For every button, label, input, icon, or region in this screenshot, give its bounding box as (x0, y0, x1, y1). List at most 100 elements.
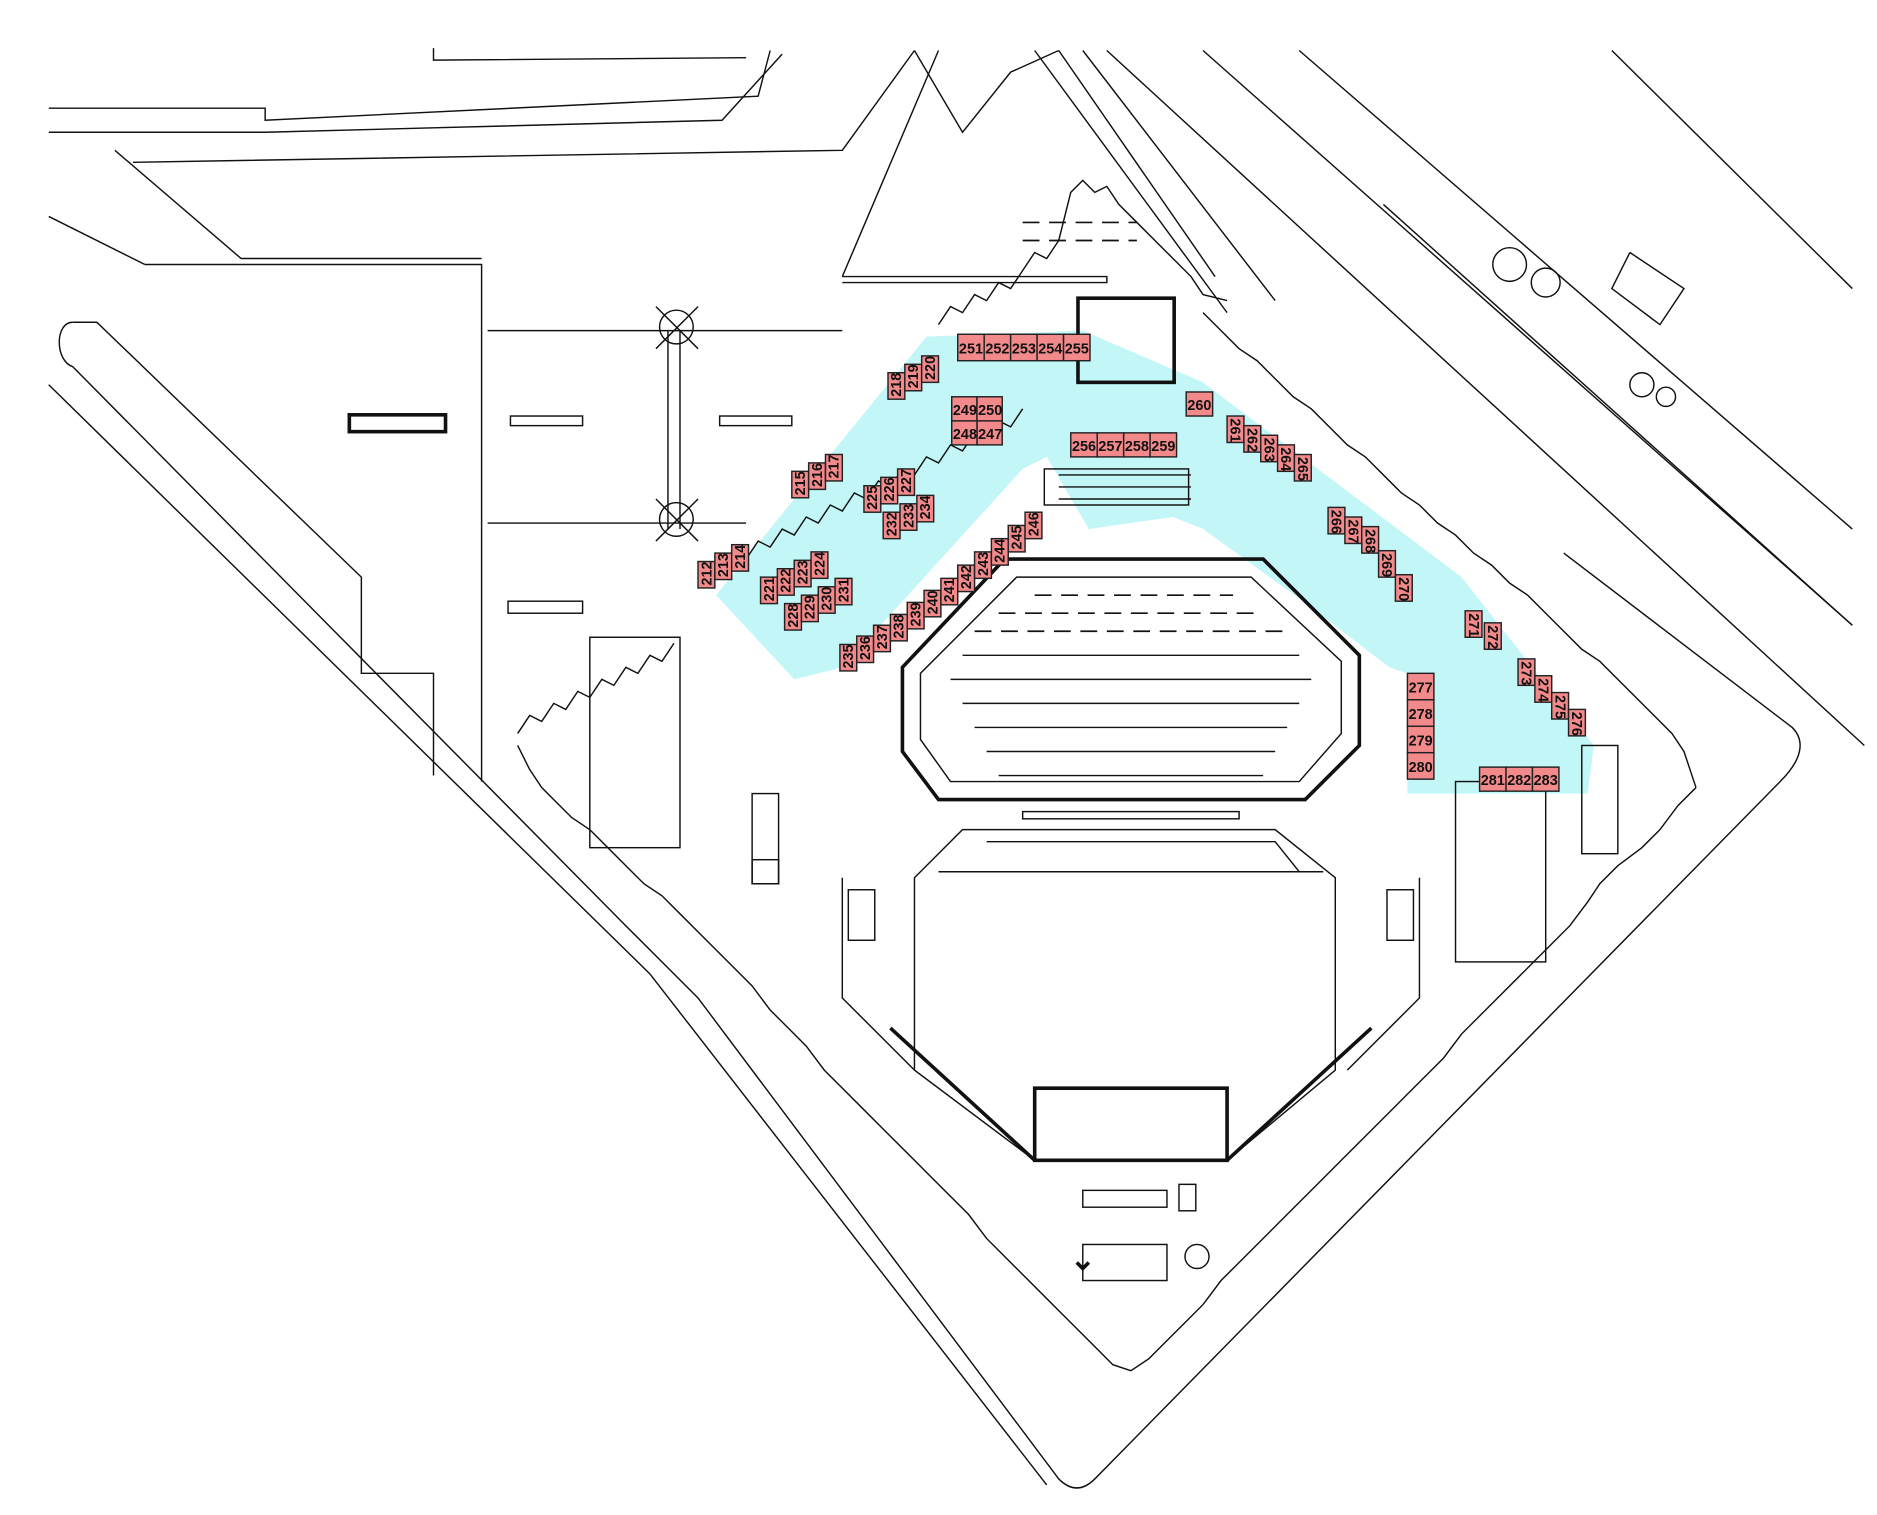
booth-273-box[interactable] (1517, 658, 1536, 687)
booth-240-box[interactable] (923, 589, 942, 618)
booth-217-box[interactable] (824, 453, 844, 482)
booth-277-box[interactable] (1406, 672, 1435, 701)
booth-249-box[interactable] (951, 396, 978, 422)
booth-232-box[interactable] (882, 511, 901, 540)
booth-224[interactable]: 224 (810, 551, 829, 580)
booth-261-box[interactable] (1226, 415, 1245, 444)
booth-270[interactable]: 270 (1394, 574, 1413, 602)
booth-282-box[interactable] (1505, 766, 1534, 792)
booth-248[interactable]: 248 (951, 420, 978, 446)
booth-238[interactable]: 238 (889, 613, 908, 642)
booth-256-box[interactable] (1070, 432, 1098, 458)
booth-225[interactable]: 225 (863, 485, 882, 513)
booth-212[interactable]: 212 (697, 560, 716, 589)
booth-249[interactable]: 249 (951, 396, 978, 422)
booth-274[interactable]: 274 (1534, 675, 1553, 703)
booth-250[interactable]: 250 (976, 396, 1003, 422)
booth-221[interactable]: 221 (759, 576, 779, 605)
booth-223[interactable]: 223 (793, 559, 812, 588)
booth-278[interactable]: 278 (1406, 699, 1435, 727)
booth-276[interactable]: 276 (1567, 708, 1587, 737)
booth-243[interactable]: 243 (973, 551, 993, 580)
booth-224-box[interactable] (810, 551, 829, 580)
booth-267-box[interactable] (1344, 516, 1363, 545)
booth-252[interactable]: 252 (983, 333, 1012, 362)
booth-219-box[interactable] (904, 363, 923, 392)
booth-262-box[interactable] (1243, 424, 1262, 453)
booth-245[interactable]: 245 (1007, 524, 1026, 553)
booth-274-box[interactable] (1534, 675, 1553, 703)
booth-260-box[interactable] (1185, 391, 1214, 417)
booth-218-box[interactable] (887, 372, 906, 400)
booth-268-box[interactable] (1361, 525, 1380, 554)
booth-283[interactable]: 283 (1531, 766, 1560, 792)
booth-250-box[interactable] (976, 396, 1003, 422)
booth-282[interactable]: 282 (1505, 766, 1534, 792)
booth-212-box[interactable] (697, 560, 716, 589)
booth-254-box[interactable] (1036, 333, 1065, 362)
booth-255[interactable]: 255 (1062, 333, 1091, 362)
booth-253-box[interactable] (1009, 333, 1038, 362)
booth-231[interactable]: 231 (834, 577, 853, 606)
booth-241-box[interactable] (940, 577, 959, 606)
booth-277[interactable]: 277 (1406, 672, 1435, 701)
booth-242-box[interactable] (957, 564, 976, 593)
booth-228[interactable]: 228 (783, 602, 803, 631)
booth-243-box[interactable] (973, 551, 993, 580)
booth-230-box[interactable] (817, 586, 836, 614)
booth-253[interactable]: 253 (1009, 333, 1038, 362)
booth-275-box[interactable] (1550, 691, 1570, 720)
booth-269-box[interactable] (1377, 549, 1397, 578)
booth-244-box[interactable] (990, 537, 1009, 566)
booth-232[interactable]: 232 (882, 511, 901, 540)
booth-247-box[interactable] (976, 420, 1003, 446)
booth-251[interactable]: 251 (957, 333, 985, 362)
booth-263[interactable]: 263 (1260, 434, 1279, 463)
booth-226[interactable]: 226 (880, 476, 899, 505)
booth-264[interactable]: 264 (1276, 444, 1296, 473)
booth-254[interactable]: 254 (1036, 333, 1065, 362)
booth-215[interactable]: 215 (791, 470, 810, 499)
booth-241[interactable]: 241 (940, 577, 959, 606)
booth-265[interactable]: 265 (1293, 453, 1312, 482)
booth-248-box[interactable] (951, 420, 978, 446)
booth-246-box[interactable] (1024, 511, 1043, 540)
booth-255-box[interactable] (1062, 333, 1091, 362)
booth-220-box[interactable] (920, 355, 940, 384)
booth-217[interactable]: 217 (824, 453, 844, 482)
booth-235-box[interactable] (839, 643, 858, 672)
booth-263-box[interactable] (1260, 434, 1279, 463)
booth-225-box[interactable] (863, 485, 882, 513)
booth-227[interactable]: 227 (896, 468, 916, 497)
booth-233[interactable]: 233 (899, 503, 918, 531)
booth-268[interactable]: 268 (1361, 525, 1380, 554)
booth-266-box[interactable] (1327, 506, 1346, 535)
booth-257[interactable]: 257 (1096, 432, 1125, 458)
booth-237[interactable]: 237 (872, 624, 892, 653)
booth-271-box[interactable] (1464, 610, 1483, 638)
booth-276-box[interactable] (1567, 708, 1587, 737)
booth-222[interactable]: 222 (776, 568, 795, 596)
booth-280[interactable]: 280 (1406, 751, 1435, 780)
booth-229[interactable]: 229 (800, 594, 819, 623)
booth-227-box[interactable] (896, 468, 916, 497)
booth-231-box[interactable] (834, 577, 853, 606)
booth-213[interactable]: 213 (714, 552, 733, 581)
booth-258[interactable]: 258 (1122, 432, 1151, 458)
booth-262[interactable]: 262 (1243, 424, 1262, 453)
booth-215-box[interactable] (791, 470, 810, 499)
booth-246[interactable]: 246 (1024, 511, 1043, 540)
booth-273[interactable]: 273 (1517, 658, 1536, 687)
booth-259-box[interactable] (1149, 432, 1178, 458)
booth-259[interactable]: 259 (1149, 432, 1178, 458)
booth-271[interactable]: 271 (1464, 610, 1483, 638)
booth-219[interactable]: 219 (904, 363, 923, 392)
booth-235[interactable]: 235 (839, 643, 858, 672)
booth-233-box[interactable] (899, 503, 918, 531)
booth-278-box[interactable] (1406, 699, 1435, 727)
booth-267[interactable]: 267 (1344, 516, 1363, 545)
booth-228-box[interactable] (783, 602, 803, 631)
booth-245-box[interactable] (1007, 524, 1026, 553)
booth-257-box[interactable] (1096, 432, 1125, 458)
booth-239-box[interactable] (906, 601, 925, 630)
